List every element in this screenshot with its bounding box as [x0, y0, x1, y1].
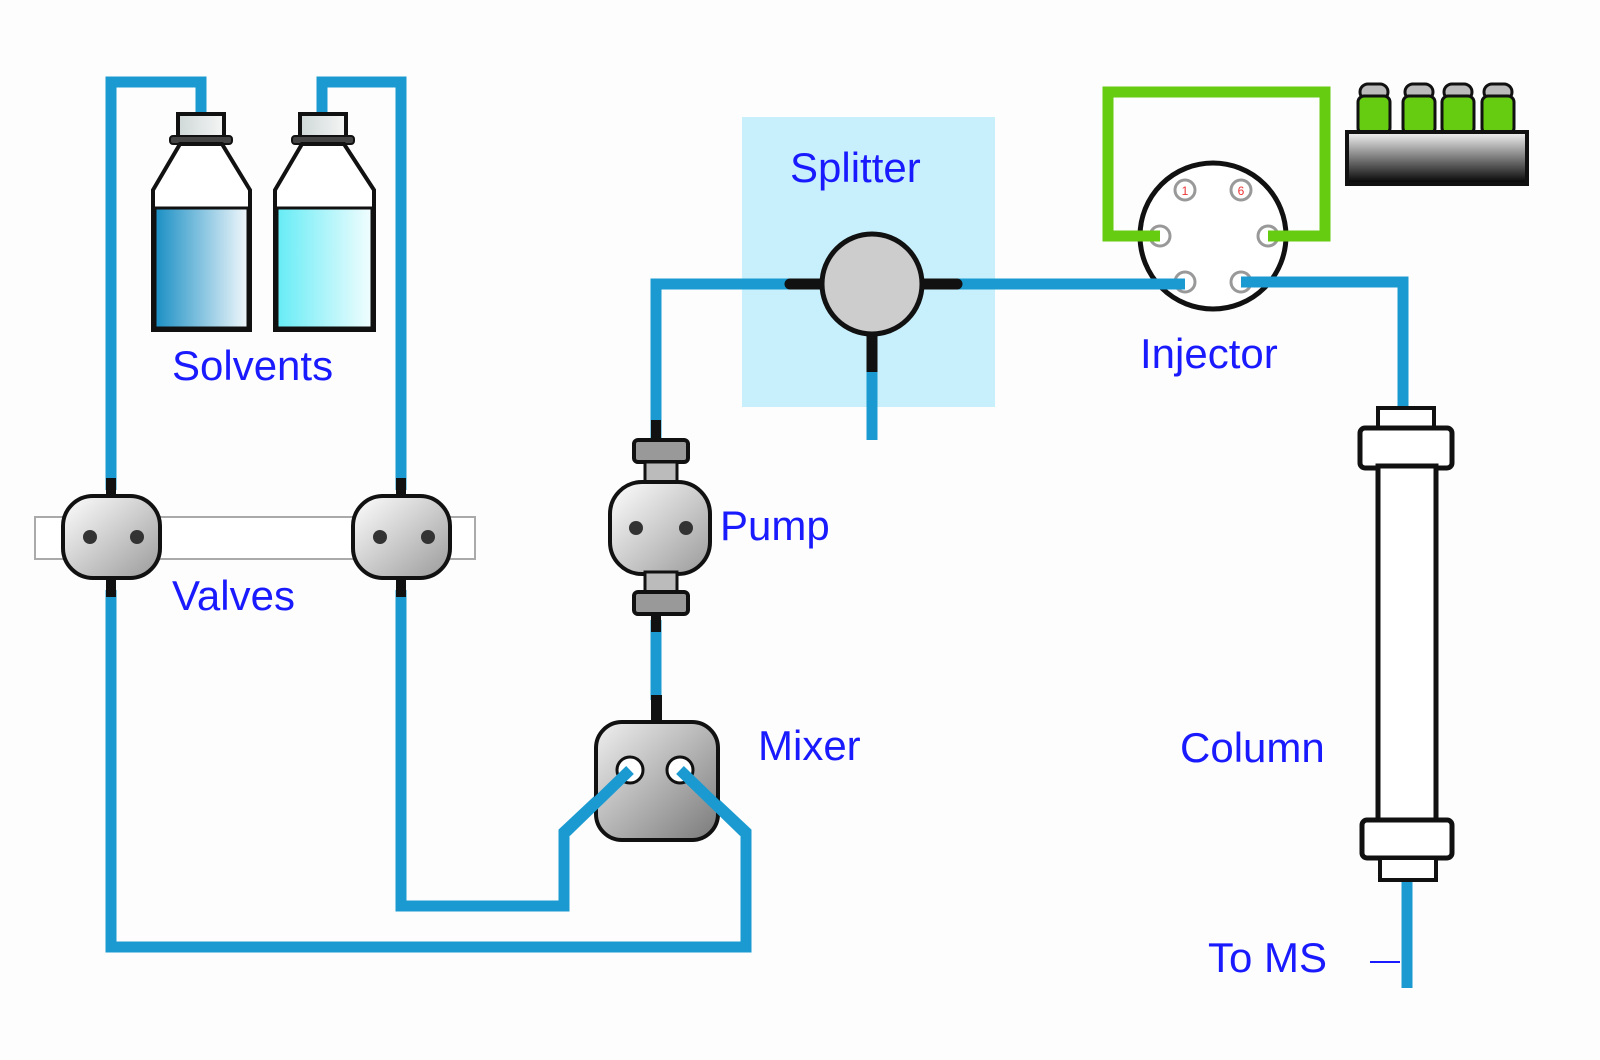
vial	[1480, 82, 1516, 136]
tube-bottle-b-to-valve-b	[316, 76, 407, 490]
splitter[interactable]	[784, 231, 963, 372]
solvent-bottle-b	[273, 112, 376, 332]
label-injector: Injector	[1140, 330, 1278, 377]
port-label-6: 6	[1238, 184, 1245, 198]
valve-b[interactable]	[351, 478, 452, 597]
label-column: Column	[1180, 724, 1325, 771]
port-label-1: 1	[1182, 184, 1189, 198]
label-solvents: Solvents	[172, 342, 333, 389]
label-pump: Pump	[720, 502, 830, 549]
valve-a[interactable]	[61, 478, 162, 597]
autosampler-tray[interactable]	[1345, 82, 1529, 186]
vial	[1440, 82, 1476, 136]
label-splitter: Splitter	[790, 144, 921, 191]
vial	[1401, 82, 1437, 136]
mixer[interactable]	[562, 695, 748, 842]
label-valves: Valves	[172, 572, 295, 619]
tube-pump-to-splitter	[650, 278, 790, 440]
tube-injector-to-column	[1240, 276, 1409, 410]
tube-bottle-a-to-valve-a	[105, 76, 207, 490]
solvent-bottle-a	[151, 112, 252, 332]
column[interactable]	[1357, 406, 1455, 882]
vial	[1356, 82, 1392, 136]
label-mixer: Mixer	[758, 722, 861, 769]
label-to-ms: To MS	[1208, 934, 1327, 981]
injector[interactable]: 1 6	[1102, 86, 1331, 312]
pump[interactable]	[608, 420, 712, 632]
